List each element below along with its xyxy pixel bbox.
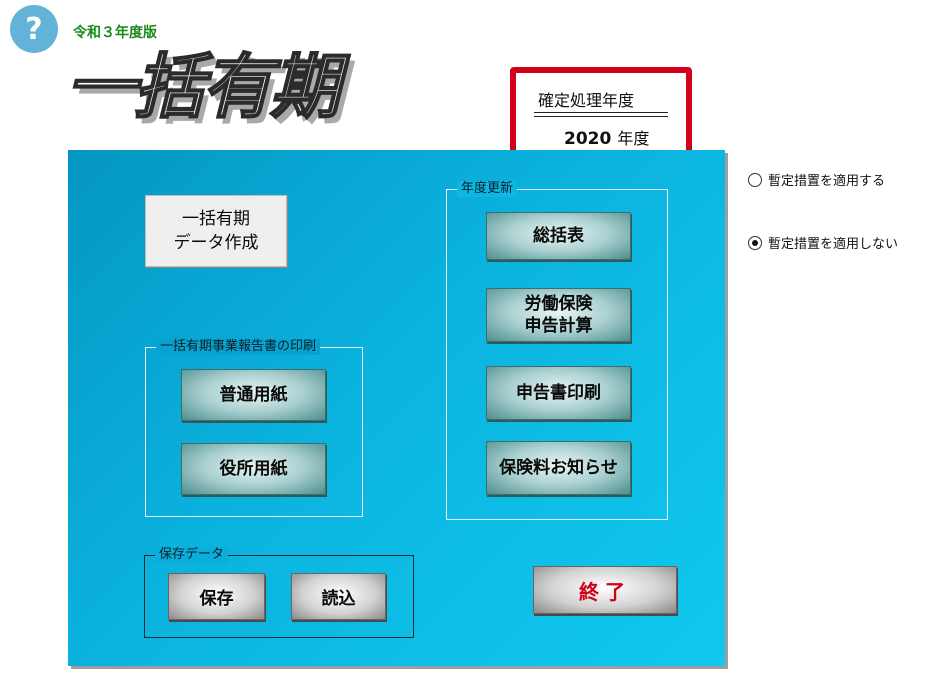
save-data-group: 保存データ 保存 読込 bbox=[144, 547, 414, 638]
radio-apply-provisional[interactable]: 暫定措置を適用する bbox=[748, 170, 885, 189]
save-button[interactable]: 保存 bbox=[168, 573, 265, 620]
help-icon[interactable]: ? bbox=[10, 5, 58, 53]
radio-apply-label: 暫定措置を適用する bbox=[768, 174, 886, 189]
save-data-group-title: 保存データ bbox=[155, 547, 229, 563]
print-report-group-title: 一括有期事業報告書の印刷 bbox=[156, 339, 321, 355]
year-number: 2020 bbox=[564, 129, 612, 149]
summary-table-button[interactable]: 総括表 bbox=[486, 212, 631, 260]
radio-not-apply-dot[interactable] bbox=[748, 235, 762, 250]
year-unit: 年度 bbox=[617, 129, 650, 148]
create-data-button[interactable]: 一括有期 データ作成 bbox=[145, 195, 287, 267]
processing-year-box: 確定処理年度 2020 年度 bbox=[510, 67, 692, 157]
print-report-group: 一括有期事業報告書の印刷 普通用紙 役所用紙 bbox=[145, 339, 363, 517]
app-title: 一括有期 bbox=[65, 46, 341, 128]
office-paper-button[interactable]: 役所用紙 bbox=[181, 443, 326, 495]
declaration-print-button[interactable]: 申告書印刷 bbox=[486, 366, 631, 420]
plain-paper-button[interactable]: 普通用紙 bbox=[181, 369, 326, 421]
labor-insurance-calc-button[interactable]: 労働保険 申告計算 bbox=[486, 288, 631, 342]
processing-year-label: 確定処理年度 bbox=[538, 91, 635, 110]
radio-not-apply-label: 暫定措置を適用しない bbox=[768, 237, 899, 252]
double-underline bbox=[534, 112, 668, 117]
processing-year-value: 2020 年度 bbox=[564, 125, 649, 149]
annual-update-group-title: 年度更新 bbox=[457, 181, 518, 197]
main-panel: 一括有期 データ作成 一括有期事業報告書の印刷 普通用紙 役所用紙 年度更新 総… bbox=[68, 150, 725, 666]
radio-not-apply-provisional[interactable]: 暫定措置を適用しない bbox=[748, 233, 898, 252]
premium-notice-button[interactable]: 保険料お知らせ bbox=[486, 441, 631, 495]
annual-update-group: 年度更新 総括表 労働保険 申告計算 申告書印刷 保険料お知らせ bbox=[446, 181, 668, 520]
exit-button[interactable]: 終了 bbox=[533, 566, 677, 614]
load-button[interactable]: 読込 bbox=[291, 573, 386, 620]
edition-label: 令和３年度版 bbox=[73, 25, 157, 41]
radio-apply-dot[interactable] bbox=[748, 172, 762, 187]
